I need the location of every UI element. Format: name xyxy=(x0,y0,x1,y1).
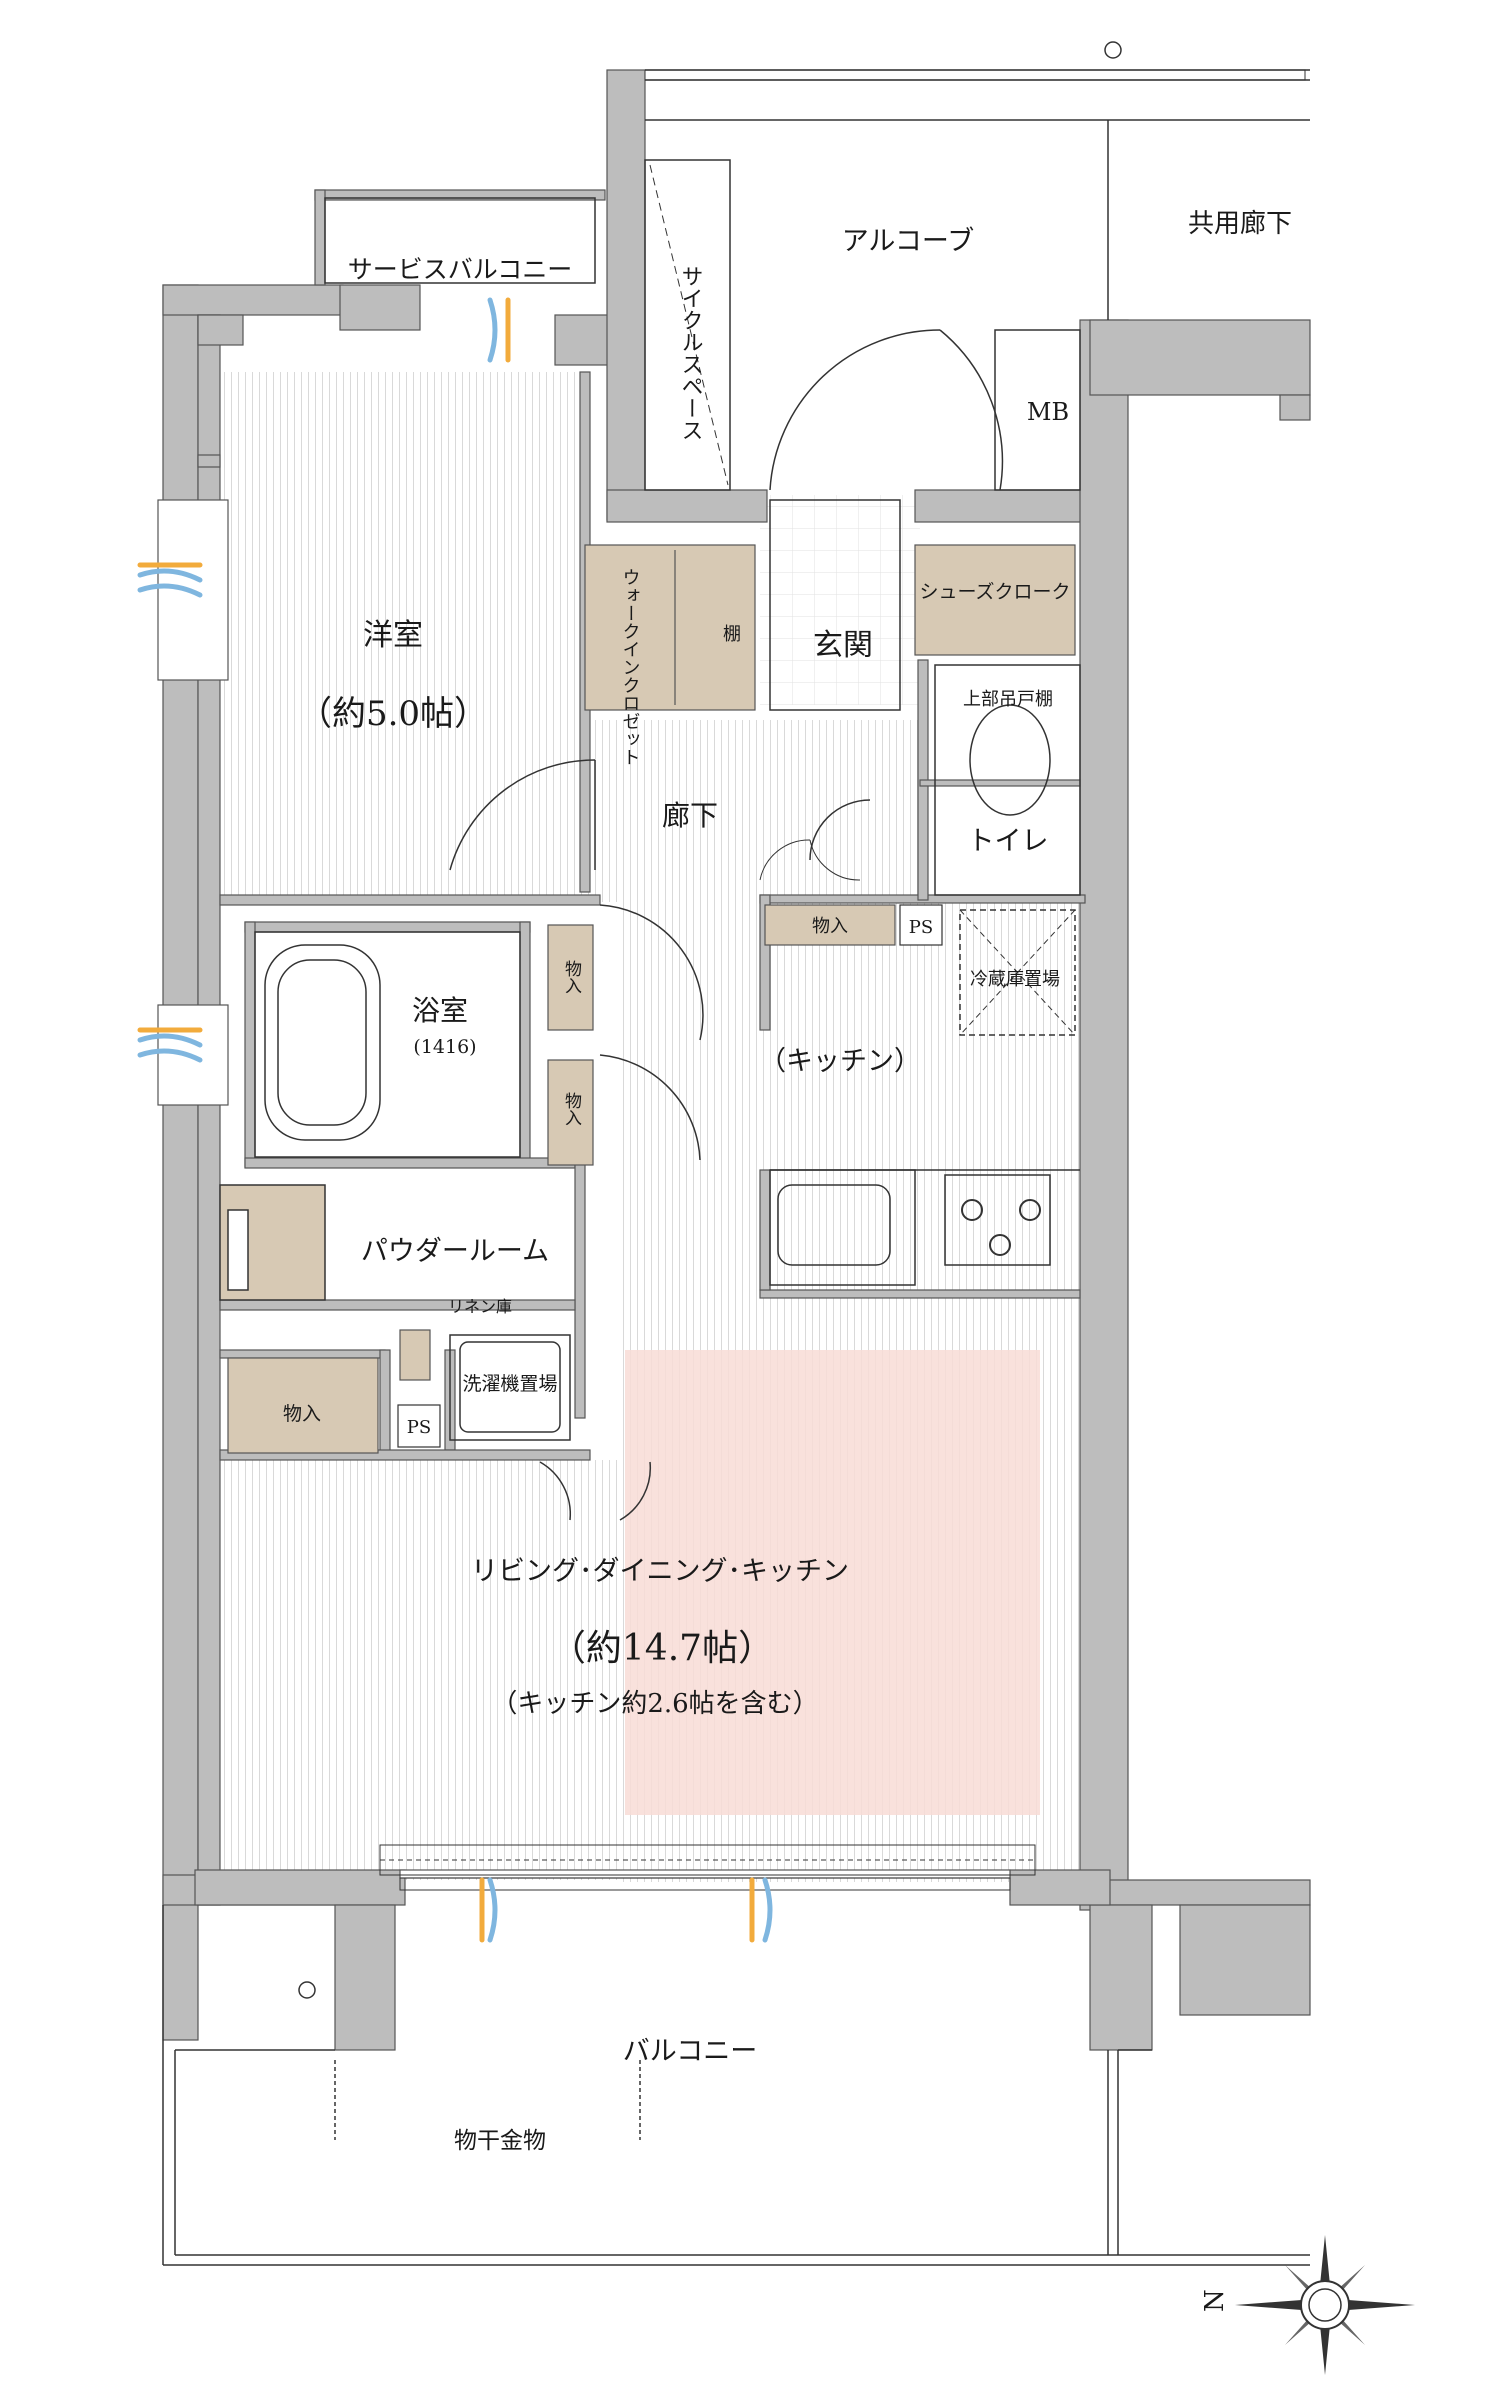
label-ldk-note: （キッチン約2.6帖を含む） xyxy=(491,1689,818,1719)
label-ps-1: PS xyxy=(909,917,933,938)
small-circles xyxy=(298,41,1122,1999)
label-common-corridor: 共用廊下 xyxy=(1188,209,1292,239)
label-bathroom: 浴室 xyxy=(412,994,468,1027)
label-alcove: アルコーブ xyxy=(842,226,975,257)
compass-icon xyxy=(1235,2235,1415,2375)
label-storage-bath-2: 物入 xyxy=(561,1092,582,1126)
label-mb: MB xyxy=(1027,398,1069,426)
label-fridge-space: 冷蔵庫置場 xyxy=(970,969,1060,990)
stove-burners-icon xyxy=(961,1199,1041,1256)
label-bathroom-size: (1416) xyxy=(413,1036,476,1058)
ldk-highlight xyxy=(625,1350,1040,1815)
label-cycle-space: サイクルスペース xyxy=(678,265,703,441)
label-washer-space: 洗濯機置場 xyxy=(462,1373,557,1395)
label-shelf: 棚 xyxy=(723,624,741,645)
label-entrance: 玄関 xyxy=(813,628,873,663)
storage-blocks xyxy=(227,544,1076,1454)
label-powder-room: パウダールーム xyxy=(361,1236,549,1267)
label-ps-2: PS xyxy=(407,1417,431,1438)
label-western-room-size: （約5.0帖） xyxy=(298,694,488,734)
label-shoe-closet: シューズクローク xyxy=(919,581,1070,603)
label-storage-hall: 物入 xyxy=(812,916,848,937)
label-balcony: バルコニー xyxy=(623,2036,757,2067)
label-hallway: 廊下 xyxy=(662,799,718,832)
label-walk-in-closet: ウォークインクロゼット xyxy=(620,568,641,766)
label-western-room: 洋室 xyxy=(363,618,423,653)
outlines xyxy=(162,69,1310,2266)
ps-box-2 xyxy=(397,1404,441,1448)
ps-box-1 xyxy=(899,904,943,946)
label-ldk: リビング･ダイニング･キッチン xyxy=(471,1556,849,1587)
label-storage-ldk: 物入 xyxy=(283,1403,321,1425)
label-toilet: トイレ xyxy=(968,826,1049,857)
label-storage-bath-1: 物入 xyxy=(561,960,582,994)
label-linen-cabinet: リネン庫 xyxy=(448,1297,512,1316)
label-ldk-size: （約14.7帖） xyxy=(550,1628,774,1669)
window-markers xyxy=(137,297,773,1943)
label-upper-cabinet: 上部吊戸棚 xyxy=(963,689,1053,710)
label-service-balcony: サービスバルコニー xyxy=(348,255,573,284)
label-kitchen: （キッチン） xyxy=(759,1046,921,1077)
compass-north-label: N xyxy=(1200,2289,1230,2312)
label-clothes-dryer: 物干金物 xyxy=(454,2128,546,2154)
